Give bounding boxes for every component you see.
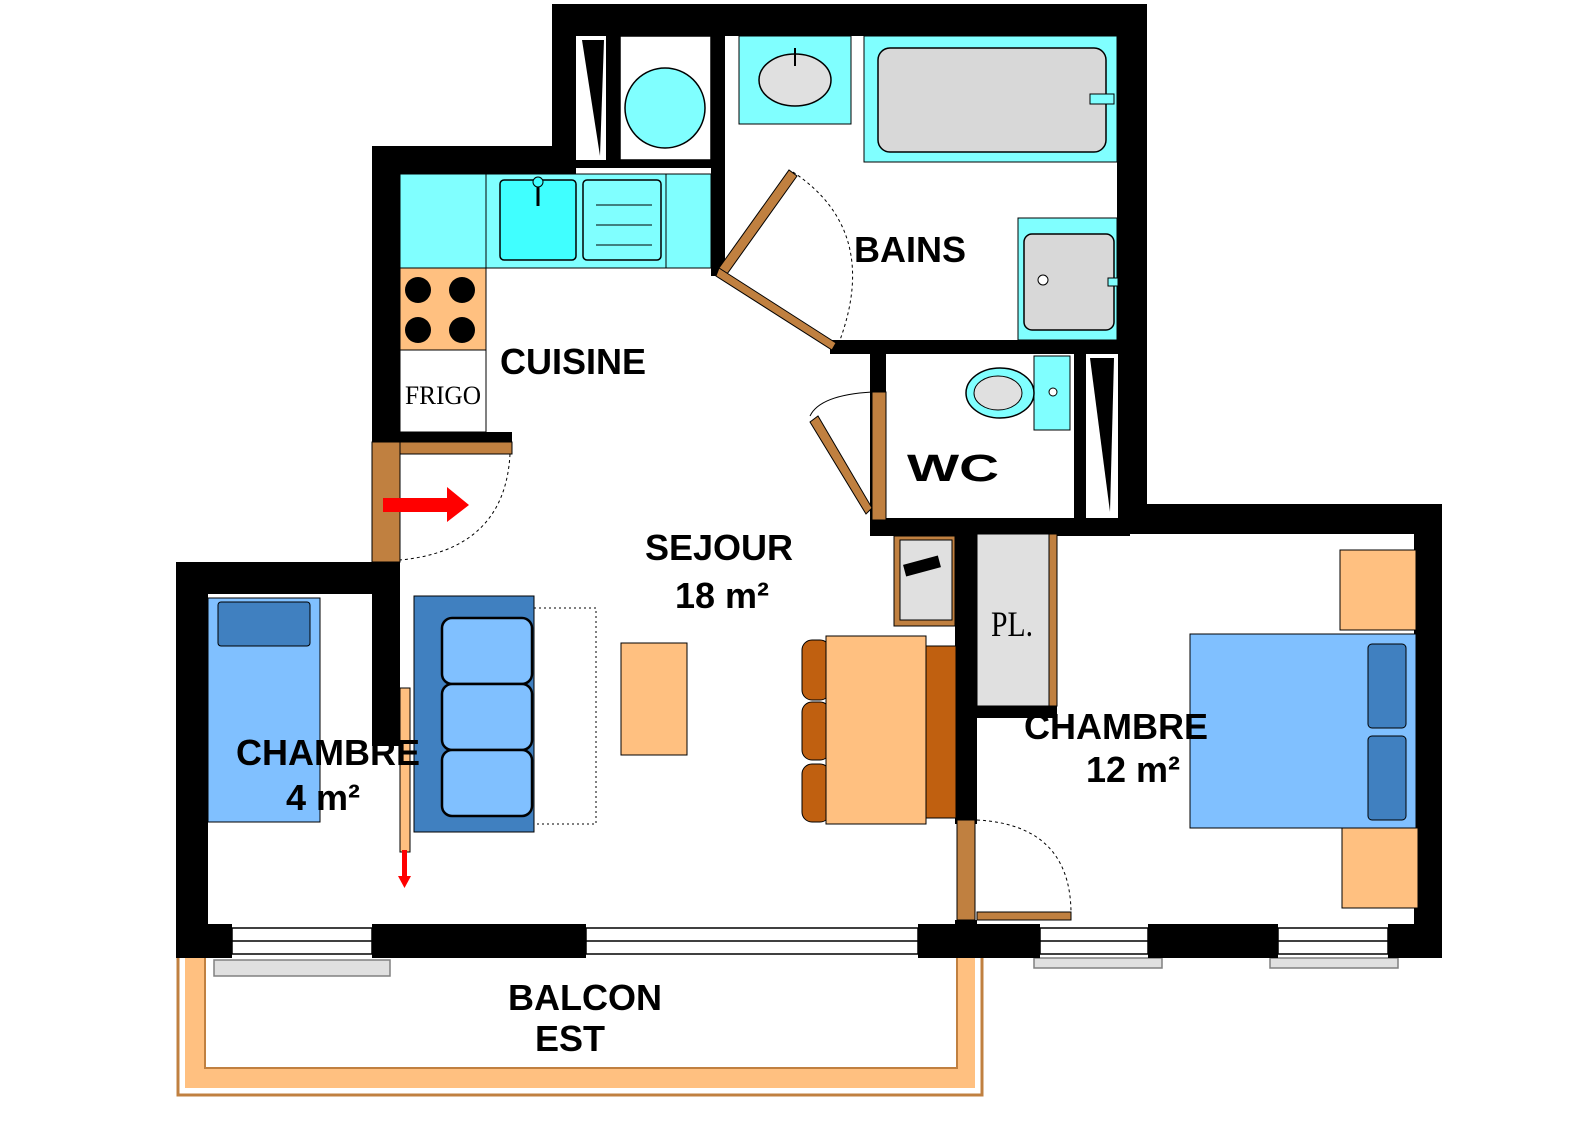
- dining-table-icon: [801, 635, 957, 825]
- fridge-label: FRIGO: [405, 381, 481, 410]
- room-label-bains: BAINS: [854, 229, 966, 270]
- bathroom-fixtures: [715, 35, 1119, 351]
- sofa-icon: [413, 595, 597, 833]
- room-area-chambre-large: 12 m²: [1086, 749, 1180, 790]
- wc-door[interactable]: [809, 391, 887, 521]
- room-label-wc: WC: [907, 448, 999, 490]
- arrow-down-icon: [398, 850, 411, 888]
- room-area-chambre-small: 4 m²: [286, 777, 360, 818]
- closet-wc: [1086, 354, 1118, 518]
- placard: PL.: [976, 533, 1058, 707]
- room-label-sejour: SEJOUR: [645, 527, 793, 568]
- bedroom-door-right[interactable]: [956, 819, 1072, 921]
- bathroom-door[interactable]: [715, 169, 854, 351]
- tv-cabinet: [893, 535, 956, 627]
- bathtub-icon: [863, 35, 1118, 163]
- coffee-table: [620, 642, 688, 756]
- walls: [176, 4, 1442, 958]
- placard-label: PL.: [991, 604, 1033, 644]
- sink-icon: [499, 176, 662, 261]
- room-label-chambre-small: CHAMBRE: [236, 732, 420, 773]
- bed-icon: [1189, 549, 1419, 909]
- entry-arrow-icon: [383, 487, 469, 522]
- balcony-label-line1: BALCON: [508, 977, 662, 1018]
- toilet-icon: [965, 355, 1071, 431]
- kitchen-counter: [399, 173, 712, 269]
- balcony-label-line2: EST: [535, 1018, 605, 1059]
- room-area-sejour: 18 m²: [675, 575, 769, 616]
- windows: [231, 927, 1389, 955]
- shower-icon: [1017, 217, 1119, 341]
- bed-icon: [207, 597, 321, 823]
- sink-icon: [738, 35, 852, 125]
- stove-icon: [399, 267, 487, 351]
- room-label-cuisine: CUISINE: [500, 341, 646, 382]
- balcony: [176, 957, 1399, 1097]
- room-label-chambre-large: CHAMBRE: [1024, 706, 1208, 747]
- fridge: FRIGO: [399, 349, 487, 433]
- closet-top-left: [576, 36, 606, 160]
- washing-machine-icon: [619, 35, 712, 161]
